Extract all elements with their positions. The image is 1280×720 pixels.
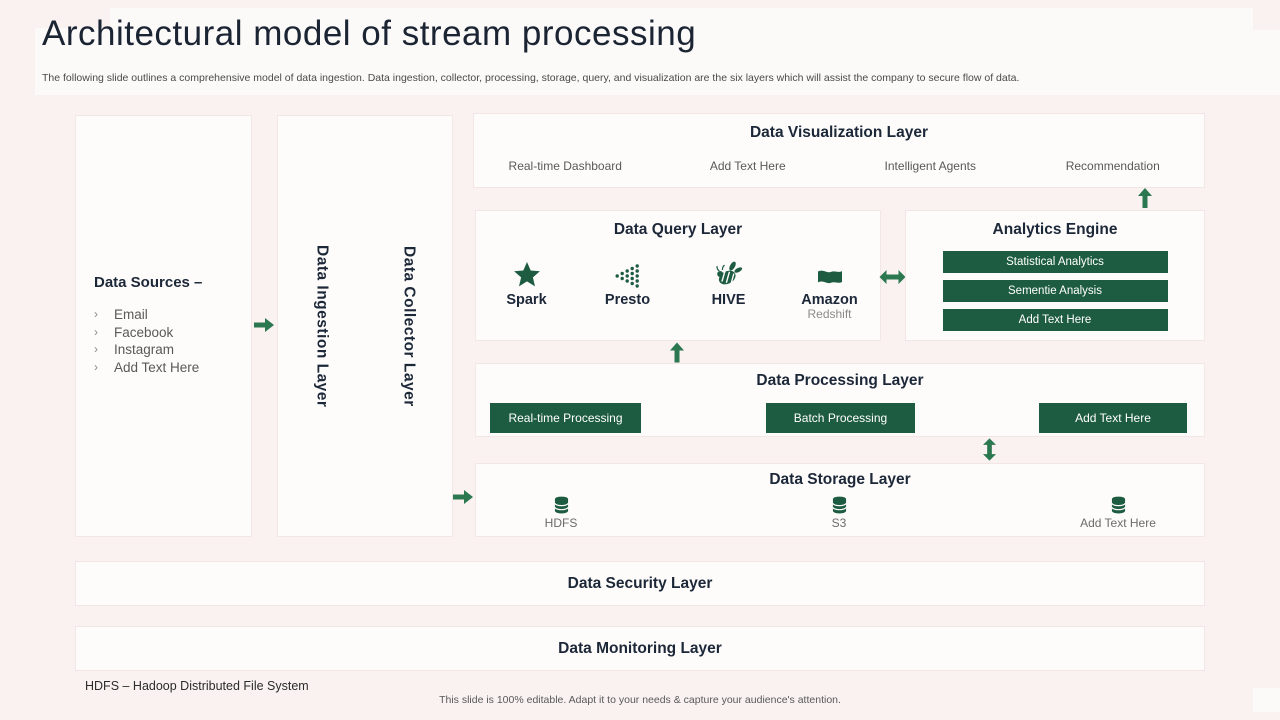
header-decoration-panel — [110, 8, 1253, 95]
database-icon — [831, 496, 847, 514]
storage-item-add-text: Add Text Here — [1058, 496, 1178, 530]
presto-dots-icon — [615, 259, 640, 289]
query-item-amazon: Amazon Redshift — [782, 259, 878, 321]
data-query-layer-title: Data Query Layer — [613, 221, 743, 238]
query-items: Spark Presto — [476, 259, 880, 321]
list-item: › Email — [94, 306, 199, 324]
data-visualization-layer-title: Data Visualization Layer — [749, 124, 929, 141]
data-sources-list: › Email › Facebook › Instagram › Add Text He… — [94, 306, 199, 376]
data-sources-title: Data Sources – — [94, 274, 203, 291]
chevron-bullet-icon: › — [94, 359, 98, 374]
star-icon — [512, 259, 542, 289]
editable-slide-note: This slide is 100% editable. Adapt it to… — [439, 694, 841, 706]
query-item-label: Amazon — [801, 292, 858, 308]
batch-processing-button: Batch Processing — [766, 403, 915, 433]
slide-subtitle: The following slide outlines a comprehen… — [42, 72, 1020, 84]
storage-item-label: S3 — [831, 516, 847, 530]
storage-item-hdfs: HDFS — [501, 496, 621, 530]
query-item-label: HIVE — [711, 292, 746, 308]
database-icon — [1110, 496, 1126, 514]
chevron-bullet-icon: › — [94, 342, 98, 356]
add-text-here-button: Add Text Here — [1039, 403, 1187, 433]
chevron-bullet-icon: › — [94, 324, 98, 339]
arrow-double-horizontal-query-analytics-icon — [879, 270, 906, 284]
query-item-label: Spark — [506, 292, 547, 308]
query-item-spark: Spark — [479, 259, 575, 321]
footer-decoration-right-step — [1253, 688, 1280, 712]
list-item: › Add Text Here — [94, 359, 199, 377]
analytics-engine-box: Analytics Engine Statistical Analytics S… — [905, 210, 1205, 341]
storage-item-s3: S3 — [779, 496, 899, 530]
arrow-up-processing-to-query-icon — [670, 342, 684, 363]
bee-icon — [713, 259, 745, 289]
visualization-item: Add Text Here — [709, 159, 786, 173]
arrow-right-collector-to-storage-icon — [452, 490, 474, 504]
storage-item-label: Add Text Here — [1080, 516, 1156, 530]
header-decoration-left-step — [35, 28, 110, 95]
query-item-hive: HIVE — [681, 259, 777, 321]
data-monitoring-layer-box: Data Monitoring Layer — [75, 626, 1205, 671]
hdfs-abbreviation-note: HDFS – Hadoop Distributed File System — [85, 679, 309, 693]
arrow-right-sources-to-ingestion-icon — [253, 318, 275, 332]
data-processing-layer-box: Data Processing Layer Real-time Processi… — [475, 363, 1205, 437]
analytics-engine-title: Analytics Engine — [992, 221, 1118, 238]
sementie-analysis-button: Sementie Analysis — [942, 280, 1168, 302]
query-item-presto: Presto — [580, 259, 676, 321]
page-title: Architectural model of stream processing — [42, 14, 697, 53]
add-text-here-button: Add Text Here — [942, 309, 1168, 331]
source-label: Facebook — [114, 324, 174, 340]
data-storage-layer-box: Data Storage Layer HDFS S3 — [475, 463, 1205, 537]
data-security-layer-title: Data Security Layer — [567, 575, 713, 592]
arrow-up-analytics-to-visualization-icon — [1138, 188, 1152, 208]
visualization-items: Real-time Dashboard Add Text Here Intell… — [474, 159, 1204, 173]
real-time-processing-button: Real-time Processing — [490, 403, 641, 433]
header-decoration-right-step — [1253, 30, 1280, 95]
data-security-layer-box: Data Security Layer — [75, 561, 1205, 606]
visualization-item: Intelligent Agents — [884, 159, 976, 173]
chevron-bullet-icon: › — [94, 307, 98, 321]
data-query-layer-box: Data Query Layer Spark — [475, 210, 881, 341]
data-collector-layer-label: Data Collector Layer — [400, 245, 418, 407]
statistical-analytics-button: Statistical Analytics — [942, 251, 1168, 273]
arrow-double-vertical-processing-storage-icon — [983, 437, 996, 462]
flag-icon — [817, 259, 843, 289]
data-ingestion-layer-label: Data Ingestion Layer — [313, 244, 331, 408]
query-item-label: Presto — [604, 292, 651, 308]
visualization-item: Real-time Dashboard — [508, 159, 622, 173]
data-monitoring-layer-title: Data Monitoring Layer — [558, 640, 722, 657]
data-visualization-layer-box: Data Visualization Layer Real-time Dashb… — [473, 113, 1205, 188]
database-icon — [553, 496, 569, 514]
data-sources-box: Data Sources – › Email › Facebook › Instagr… — [75, 115, 252, 537]
source-label: Email — [114, 307, 148, 322]
list-item: › Facebook — [94, 324, 199, 342]
data-processing-layer-title: Data Processing Layer — [756, 372, 924, 389]
visualization-item: Recommendation — [1065, 159, 1160, 173]
ingestion-collector-box: Data Ingestion Layer Data Collector Laye… — [277, 115, 453, 537]
storage-item-label: HDFS — [544, 516, 578, 530]
data-storage-layer-title: Data Storage Layer — [769, 471, 911, 488]
list-item: › Instagram — [94, 341, 199, 359]
source-label: Add Text Here — [114, 359, 200, 375]
query-item-sublabel: Redshift — [807, 307, 852, 321]
source-label: Instagram — [114, 342, 175, 357]
